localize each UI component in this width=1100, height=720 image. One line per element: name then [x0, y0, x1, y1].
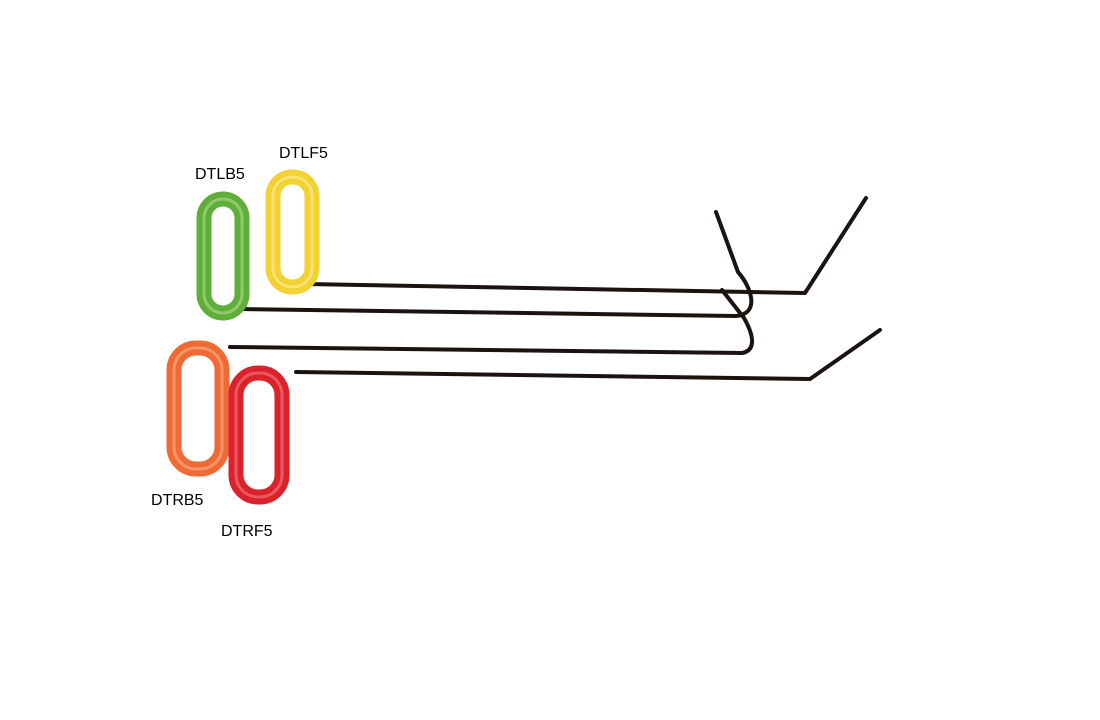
tool-label-dtlf5: DTLF5 [279, 145, 328, 162]
tool-dtrf5-shaft [294, 328, 882, 381]
tool-dtrb5 [166, 288, 754, 477]
tool-dtlf5-handle [265, 169, 320, 295]
tool-label-dtlb5: DTLB5 [195, 166, 245, 183]
tool-label-dtrf5: DTRF5 [221, 523, 273, 540]
tool-dtlb5-handle-highlight [202, 197, 244, 315]
tool-dtrf5 [228, 328, 882, 505]
tool-dtrb5-shaft [228, 288, 754, 355]
tool-label-dtrb5: DTRB5 [151, 492, 204, 509]
tool-dtlf5-shaft [304, 196, 868, 295]
tool-dtrb5-handle [166, 340, 230, 477]
tool-dtrb5-handle-highlight [172, 346, 224, 471]
tool-dtlf5-handle-highlight [271, 175, 314, 289]
tool-dtlf5 [265, 169, 868, 295]
tool-dtrf5-handle-highlight [234, 371, 284, 499]
tool-dtrf5-handle [228, 365, 290, 505]
tool-dtlb5-handle [196, 191, 250, 321]
tool-dtlb5-shaft [238, 210, 754, 318]
tool-dtlb5 [196, 191, 754, 321]
